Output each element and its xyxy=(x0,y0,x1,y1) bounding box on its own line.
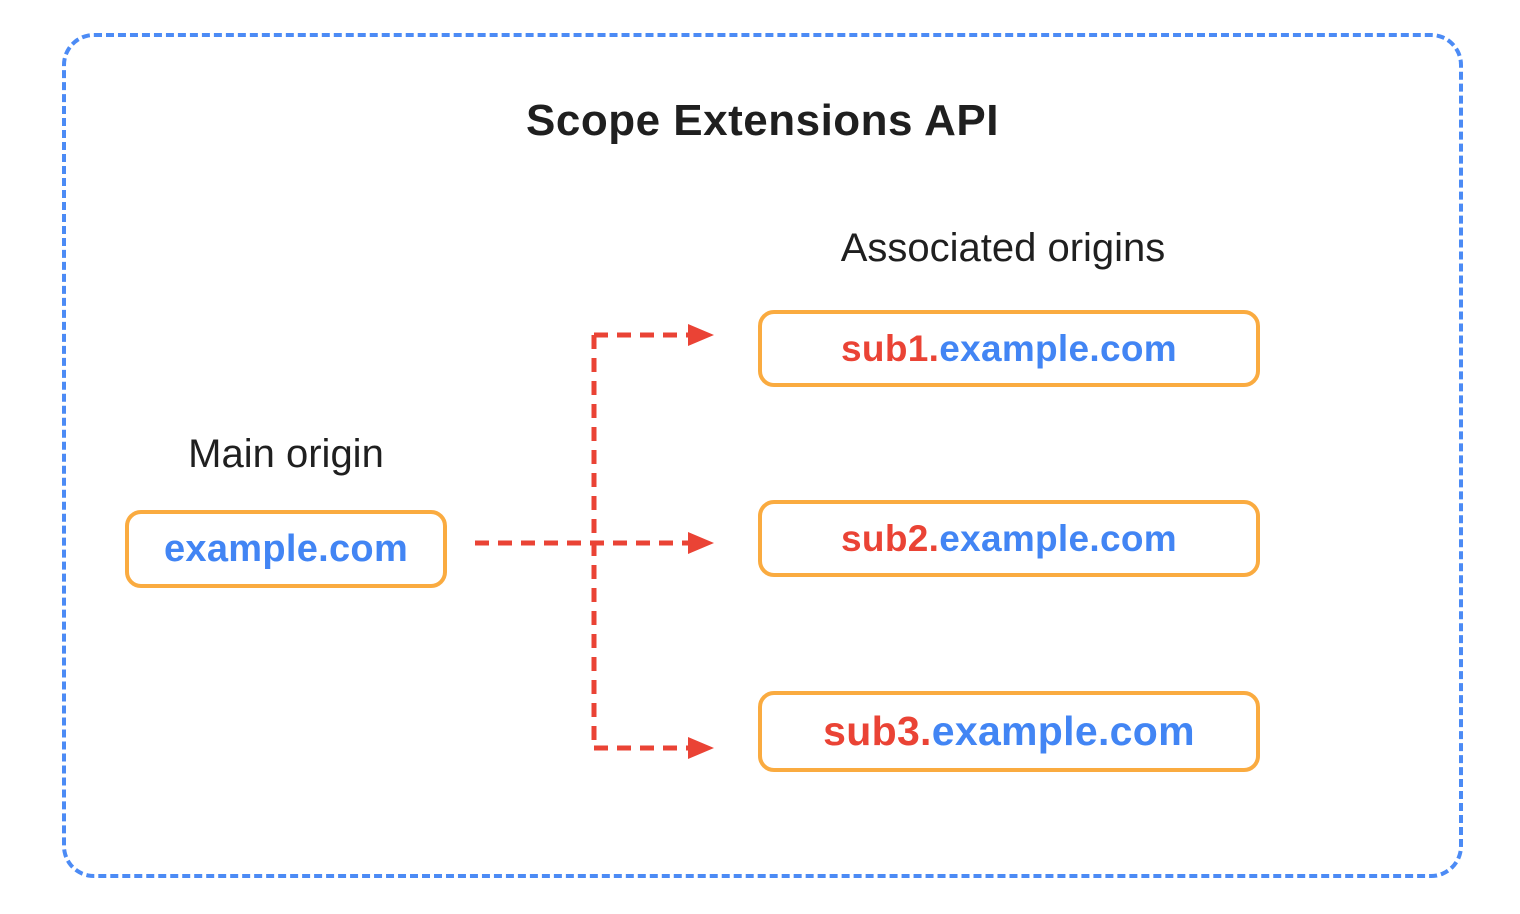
origin-suffix: example.com xyxy=(931,708,1195,754)
main-origin-label: Main origin xyxy=(188,432,384,476)
main-origin-box: example.com xyxy=(125,510,447,588)
origin-suffix: example.com xyxy=(939,327,1177,369)
origin-suffix: example.com xyxy=(939,517,1177,559)
associated-origin-box-sub3: sub3.example.com xyxy=(758,691,1260,772)
diagram-frame xyxy=(62,33,1463,878)
diagram-title: Scope Extensions API xyxy=(526,96,999,145)
associated-origin-box-sub1: sub1.example.com xyxy=(758,310,1260,387)
associated-origins-label: Associated origins xyxy=(840,226,1166,270)
subdomain-prefix: sub1. xyxy=(841,327,940,369)
associated-origin-box-sub2: sub2.example.com xyxy=(758,500,1260,577)
main-origin-value: example.com xyxy=(163,527,409,570)
subdomain-prefix: sub2. xyxy=(841,517,940,559)
subdomain-prefix: sub3. xyxy=(823,708,932,754)
